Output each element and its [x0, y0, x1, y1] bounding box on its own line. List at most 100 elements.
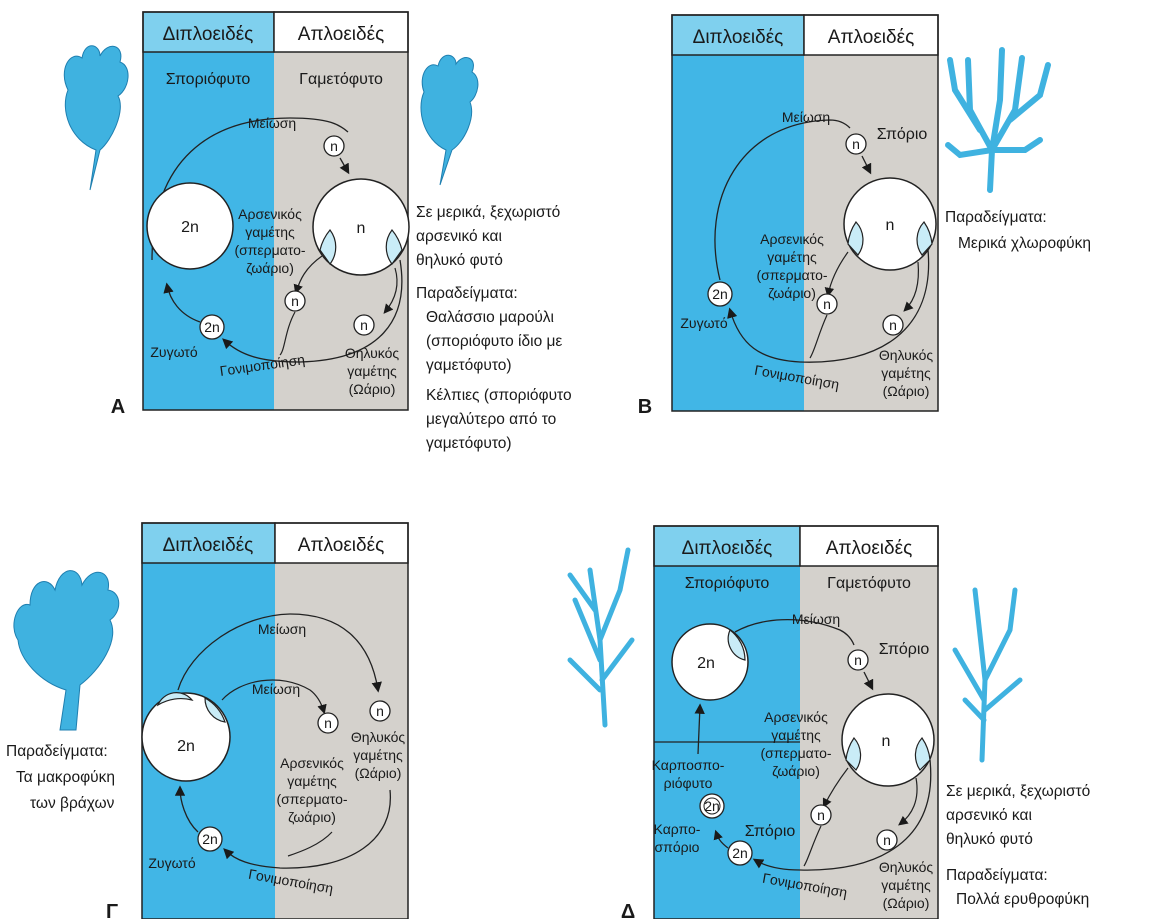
- svg-text:γαμέτης: γαμέτης: [347, 363, 397, 379]
- svg-text:(Ωάριο): (Ωάριο): [355, 765, 402, 781]
- svg-text:γαμέτης: γαμέτης: [287, 773, 337, 789]
- rock-seaweed-icon: [14, 571, 119, 730]
- green-algae-icon: [948, 50, 1048, 190]
- panel-a: Διπλοειδές Απλοειδές Σποριόφυτο Γαμετόφυ…: [64, 12, 571, 452]
- sea-lettuce-sporophyte-icon: [64, 46, 128, 190]
- meiosis-outer-label: Μείωση: [258, 621, 306, 637]
- svg-text:αρσενικό και: αρσενικό και: [416, 228, 502, 245]
- svg-text:n: n: [324, 715, 332, 731]
- spore2-label: Σπόριο: [745, 823, 796, 840]
- svg-text:Καρποσπο-: Καρποσπο-: [652, 757, 725, 773]
- svg-text:Κέλπιες (σποριόφυτο: Κέλπιες (σποριόφυτο: [426, 387, 572, 404]
- header-haploid: Απλοειδές: [298, 24, 384, 45]
- svg-text:Θηλυκός: Θηλυκός: [879, 347, 934, 363]
- red-algae-gametophyte-icon: [955, 590, 1020, 760]
- svg-text:(Ωάριο): (Ωάριο): [349, 381, 396, 397]
- svg-text:2n: 2n: [177, 738, 195, 755]
- panel-letter: A: [111, 396, 125, 418]
- svg-text:Πολλά ερυθροφύκη: Πολλά ερυθροφύκη: [956, 891, 1089, 908]
- header-haploid: Απλοειδές: [298, 535, 384, 556]
- svg-text:Θηλυκός: Θηλυκός: [345, 345, 400, 361]
- svg-text:n: n: [886, 217, 895, 234]
- svg-text:(σποριόφυτο ίδιο με: (σποριόφυτο ίδιο με: [426, 333, 562, 350]
- svg-text:n: n: [823, 296, 831, 312]
- red-algae-sporophyte-icon: [570, 550, 632, 725]
- panel-c: Διπλοειδές Απλοειδές Μείωση n Θηλυκός γα…: [6, 523, 408, 919]
- svg-text:2n: 2n: [704, 798, 720, 814]
- svg-text:γαμέτης: γαμέτης: [771, 727, 821, 743]
- svg-text:n: n: [817, 807, 825, 823]
- svg-text:γαμέτης: γαμέτης: [245, 224, 295, 240]
- svg-text:αρσενικό και: αρσενικό και: [946, 807, 1032, 824]
- svg-text:Καρπο-: Καρπο-: [654, 821, 701, 837]
- svg-text:Αρσενικός: Αρσενικός: [760, 231, 824, 247]
- header-diploid: Διπλοειδές: [682, 538, 773, 559]
- svg-text:Μερικά χλωροφύκη: Μερικά χλωροφύκη: [958, 235, 1091, 252]
- sea-lettuce-gametophyte-icon: [421, 55, 478, 185]
- svg-text:Αρσενικός: Αρσενικός: [238, 206, 302, 222]
- svg-text:n: n: [291, 293, 299, 309]
- sporophyte-label: Σποριόφυτο: [685, 575, 770, 592]
- svg-text:γαμέτης: γαμέτης: [881, 877, 931, 893]
- svg-text:ζωάριο): ζωάριο): [288, 809, 336, 825]
- panel-letter: Γ: [106, 901, 118, 919]
- svg-text:(Ωάριο): (Ωάριο): [883, 895, 930, 911]
- sporophyte-label: Σποριόφυτο: [166, 71, 251, 88]
- meiosis-label: Μείωση: [782, 109, 830, 125]
- svg-text:ζωάριο): ζωάριο): [246, 260, 294, 276]
- svg-text:θηλυκό φυτό: θηλυκό φυτό: [946, 831, 1033, 848]
- header-haploid: Απλοειδές: [828, 27, 914, 48]
- svg-text:2n: 2n: [204, 319, 220, 335]
- svg-text:Αρσενικός: Αρσενικός: [280, 755, 344, 771]
- svg-text:(σπερματο-: (σπερματο-: [756, 267, 827, 283]
- svg-text:ριόφυτο: ριόφυτο: [664, 775, 713, 791]
- svg-text:Τα μακροφύκη: Τα μακροφύκη: [16, 769, 115, 786]
- gametophyte-label: Γαμετόφυτο: [827, 575, 911, 592]
- svg-text:n: n: [360, 317, 368, 333]
- svg-text:Θηλυκός: Θηλυκός: [351, 729, 406, 745]
- svg-text:2n: 2n: [732, 845, 748, 861]
- svg-text:Θηλυκός: Θηλυκός: [879, 859, 934, 875]
- svg-text:μεγαλύτερο από το: μεγαλύτερο από το: [426, 411, 556, 428]
- panel-d: Διπλοειδές Απλοειδές Σποριόφυτο Γαμετόφυ…: [570, 526, 1090, 919]
- panel-letter: Δ: [621, 901, 635, 919]
- svg-text:(σπερματο-: (σπερματο-: [234, 242, 305, 258]
- meiosis-label: Μείωση: [248, 115, 296, 131]
- svg-text:ζωάριο): ζωάριο): [768, 285, 816, 301]
- svg-text:Αρσενικός: Αρσενικός: [764, 709, 828, 725]
- meiosis-label: Μείωση: [792, 611, 840, 627]
- svg-text:Θαλάσσιο μαρούλι: Θαλάσσιο μαρούλι: [426, 309, 554, 326]
- zygote-label: Ζυγωτό: [150, 344, 197, 360]
- svg-text:n: n: [889, 317, 897, 333]
- zygote-label: Ζυγωτό: [680, 315, 727, 331]
- svg-text:γαμετόφυτο): γαμετόφυτο): [426, 357, 512, 374]
- spore-label: Σπόριο: [877, 126, 928, 143]
- svg-text:n: n: [883, 832, 891, 848]
- svg-text:(Ωάριο): (Ωάριο): [883, 383, 930, 399]
- svg-text:των βράχων: των βράχων: [30, 795, 115, 812]
- svg-text:n: n: [882, 733, 891, 750]
- svg-text:γαμέτης: γαμέτης: [767, 249, 817, 265]
- spore-label: Σπόριο: [879, 641, 930, 658]
- svg-text:2n: 2n: [697, 655, 715, 672]
- svg-text:n: n: [852, 136, 860, 152]
- meiosis-inner-label: Μείωση: [252, 681, 300, 697]
- svg-text:n: n: [854, 652, 862, 668]
- svg-text:θηλυκό φυτό: θηλυκό φυτό: [416, 252, 503, 269]
- svg-text:σπόριο: σπόριο: [655, 839, 700, 855]
- svg-text:Σε μερικά, ξεχωριστό: Σε μερικά, ξεχωριστό: [416, 204, 560, 221]
- svg-text:2n: 2n: [181, 219, 199, 236]
- svg-text:(σπερματο-: (σπερματο-: [276, 791, 347, 807]
- svg-text:Παραδείγματα:: Παραδείγματα:: [6, 743, 108, 760]
- panel-b: Διπλοειδές Απλοειδές Μείωση n Σπόριο n Α…: [638, 15, 1091, 418]
- zygote-label: Ζυγωτό: [148, 855, 195, 871]
- svg-text:2n: 2n: [712, 286, 728, 302]
- panel-letter: B: [638, 396, 652, 418]
- svg-text:n: n: [330, 138, 338, 154]
- svg-text:Παραδείγματα:: Παραδείγματα:: [946, 867, 1048, 884]
- header-haploid: Απλοειδές: [826, 538, 912, 559]
- header-diploid: Διπλοειδές: [693, 27, 784, 48]
- svg-text:γαμέτης: γαμέτης: [881, 365, 931, 381]
- gametophyte-label: Γαμετόφυτο: [299, 71, 383, 88]
